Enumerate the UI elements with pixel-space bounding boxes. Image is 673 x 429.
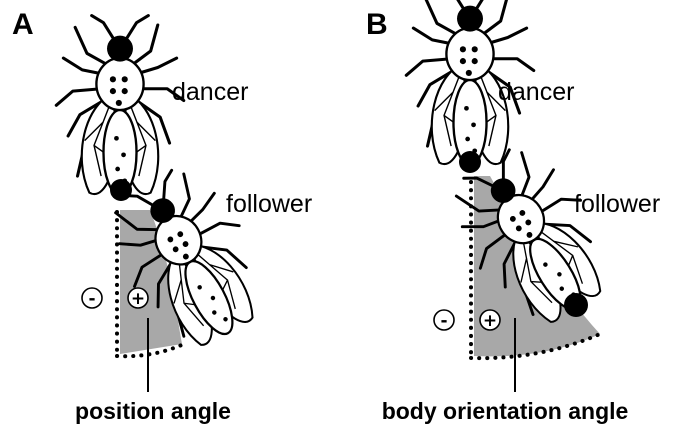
dancer-label-b: dancer bbox=[498, 78, 574, 106]
dancer-label-a: dancer bbox=[172, 78, 248, 106]
dancer-abdomen-tip-b bbox=[459, 151, 481, 173]
caption-body-orientation-angle: body orientation angle bbox=[382, 398, 629, 424]
plus-sign-a: + bbox=[131, 289, 145, 309]
caption-position-angle: position angle bbox=[75, 398, 231, 424]
minus-sign-b: - bbox=[440, 311, 447, 331]
follower-abdomen-tip-b bbox=[564, 293, 588, 317]
panel-b: B dancer follower - + body orientation a… bbox=[366, 0, 660, 424]
panel-letter-a: A bbox=[12, 8, 34, 41]
follower-label-a: follower bbox=[226, 190, 312, 218]
dancer-bee bbox=[56, 16, 183, 195]
minus-sign-a: - bbox=[88, 289, 95, 309]
panel-a: A dancer follower - + position angle bbox=[12, 8, 312, 424]
dancer-abdomen-tip bbox=[110, 179, 132, 201]
follower-label-b: follower bbox=[574, 190, 660, 218]
plus-sign-b: + bbox=[483, 311, 497, 331]
panel-letter-b: B bbox=[366, 8, 388, 41]
